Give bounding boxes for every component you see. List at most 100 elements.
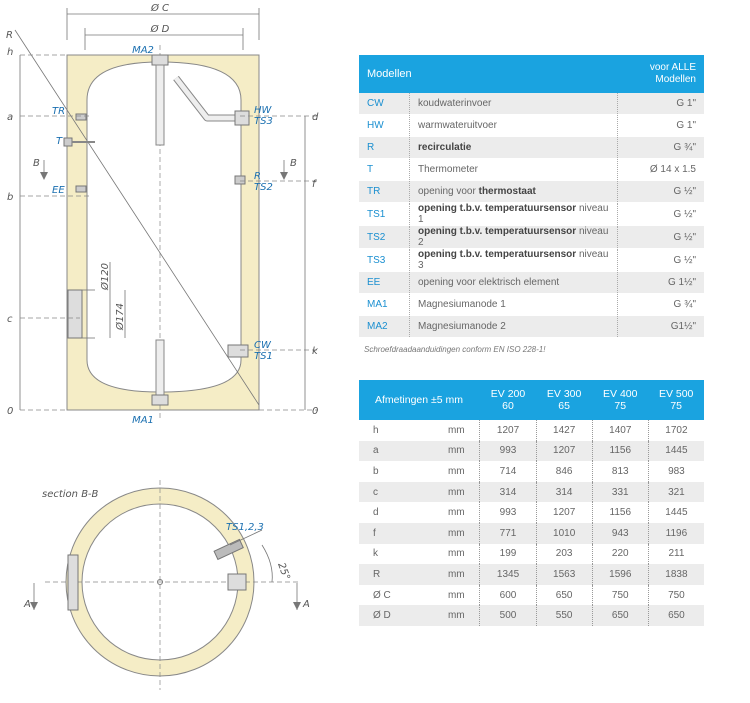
dimension-value: 1427	[536, 420, 593, 441]
dimension-unit: mm	[433, 584, 481, 606]
dimension-name: k	[373, 548, 378, 560]
model-description: opening t.b.v. temperatuursensor niveau …	[409, 225, 618, 249]
section-connection	[227, 573, 247, 591]
model-description: Magnesiumanode 1	[409, 293, 618, 316]
model-code: MA1	[359, 293, 410, 316]
dimension-value: 321	[648, 481, 704, 503]
norm-note: Schroefdraadaanduidingen conform EN ISO …	[364, 345, 546, 354]
dimension-value: 1156	[592, 502, 649, 523]
dimension-name: d	[373, 507, 379, 519]
model-value: G ½"	[617, 248, 704, 272]
model-code: TR	[359, 180, 410, 203]
dimension-unit: mm	[433, 481, 481, 503]
dimension-name: Ø C	[373, 589, 391, 601]
label-t: T	[56, 136, 63, 147]
dimension-value: 314	[536, 481, 593, 503]
dimension-value: 220	[592, 543, 649, 565]
label-hw: HW	[254, 105, 273, 116]
dimension-value: 1596	[592, 564, 649, 585]
hot-water-pipe	[174, 76, 238, 121]
level-c: c	[7, 314, 13, 325]
level-f: f	[312, 179, 317, 190]
model-code: R	[359, 136, 410, 159]
dim-d-label: Ø D	[150, 23, 170, 35]
model-value: G1½"	[617, 315, 704, 338]
dimension-value: 846	[536, 461, 593, 482]
model-code: CW	[359, 93, 410, 115]
dimension-value: 1445	[648, 440, 704, 462]
dimension-value: 993	[479, 502, 537, 523]
dimension-value: 1407	[592, 420, 649, 441]
dimension-name: a	[359, 440, 434, 462]
model-description: opening t.b.v. temperatuursensor niveau …	[409, 248, 618, 272]
dimension-value: 203	[536, 543, 593, 565]
section-title: section B-B	[42, 489, 98, 500]
dimension-value: 550	[536, 605, 593, 626]
dimension-header: EV 500 75	[648, 380, 704, 420]
dimension-value: 600	[479, 584, 537, 606]
level-0-left: 0	[7, 406, 13, 417]
dimension-value: 1010	[536, 522, 593, 544]
anode-ma1	[155, 339, 165, 396]
angle-label: 25°	[275, 561, 291, 581]
level-a: a	[7, 112, 13, 123]
dimension-header: Afmetingen ±5 mm	[359, 380, 480, 420]
label-cw: CW	[254, 340, 272, 351]
dimension-value: 211	[668, 548, 685, 560]
dimension-name: h	[373, 424, 379, 436]
dimension-value: 500	[479, 605, 537, 626]
dimension-value: 650	[592, 605, 649, 626]
label-ts2: TS2	[254, 182, 273, 193]
section-mark-b-left: B	[33, 158, 40, 169]
dimension-value: 714	[479, 461, 537, 482]
model-value: G ¾"	[617, 136, 704, 159]
dimension-unit: mm	[433, 461, 481, 482]
inner-tank	[86, 61, 242, 393]
level-h: h	[7, 47, 13, 58]
dimension-value: 1156	[592, 440, 649, 462]
inspection-flange	[67, 289, 83, 339]
dimension-value: 650	[648, 605, 704, 626]
dimension-header: EV 300 65	[536, 380, 593, 420]
dimension-value: 314	[479, 481, 537, 503]
model-description: warmwateruitvoer	[409, 114, 618, 137]
dimension-value: 1345	[479, 564, 537, 585]
model-code: T	[359, 158, 410, 181]
model-value: G 1"	[617, 93, 704, 115]
dimension-name: b	[373, 465, 379, 477]
label-tr: TR	[52, 106, 65, 117]
model-description: opening voor elektrisch element	[409, 271, 618, 294]
dimension-value: 983	[668, 465, 685, 477]
anode-ma2	[155, 64, 165, 146]
model-value: G 1"	[617, 114, 704, 137]
dimension-value: 1207	[479, 420, 537, 441]
model-code: HW	[359, 114, 410, 137]
dimension-value: 1563	[536, 564, 593, 585]
dim-174: Ø174	[114, 303, 126, 331]
model-description: recirculatie	[409, 136, 618, 159]
model-description: Magnesiumanode 2	[409, 315, 618, 338]
dimension-value: 1196	[648, 522, 704, 544]
models-header: Modellen	[359, 55, 618, 93]
label-r: R	[254, 171, 261, 182]
dimension-name: c	[359, 481, 434, 503]
dimension-unit: mm	[433, 440, 481, 462]
